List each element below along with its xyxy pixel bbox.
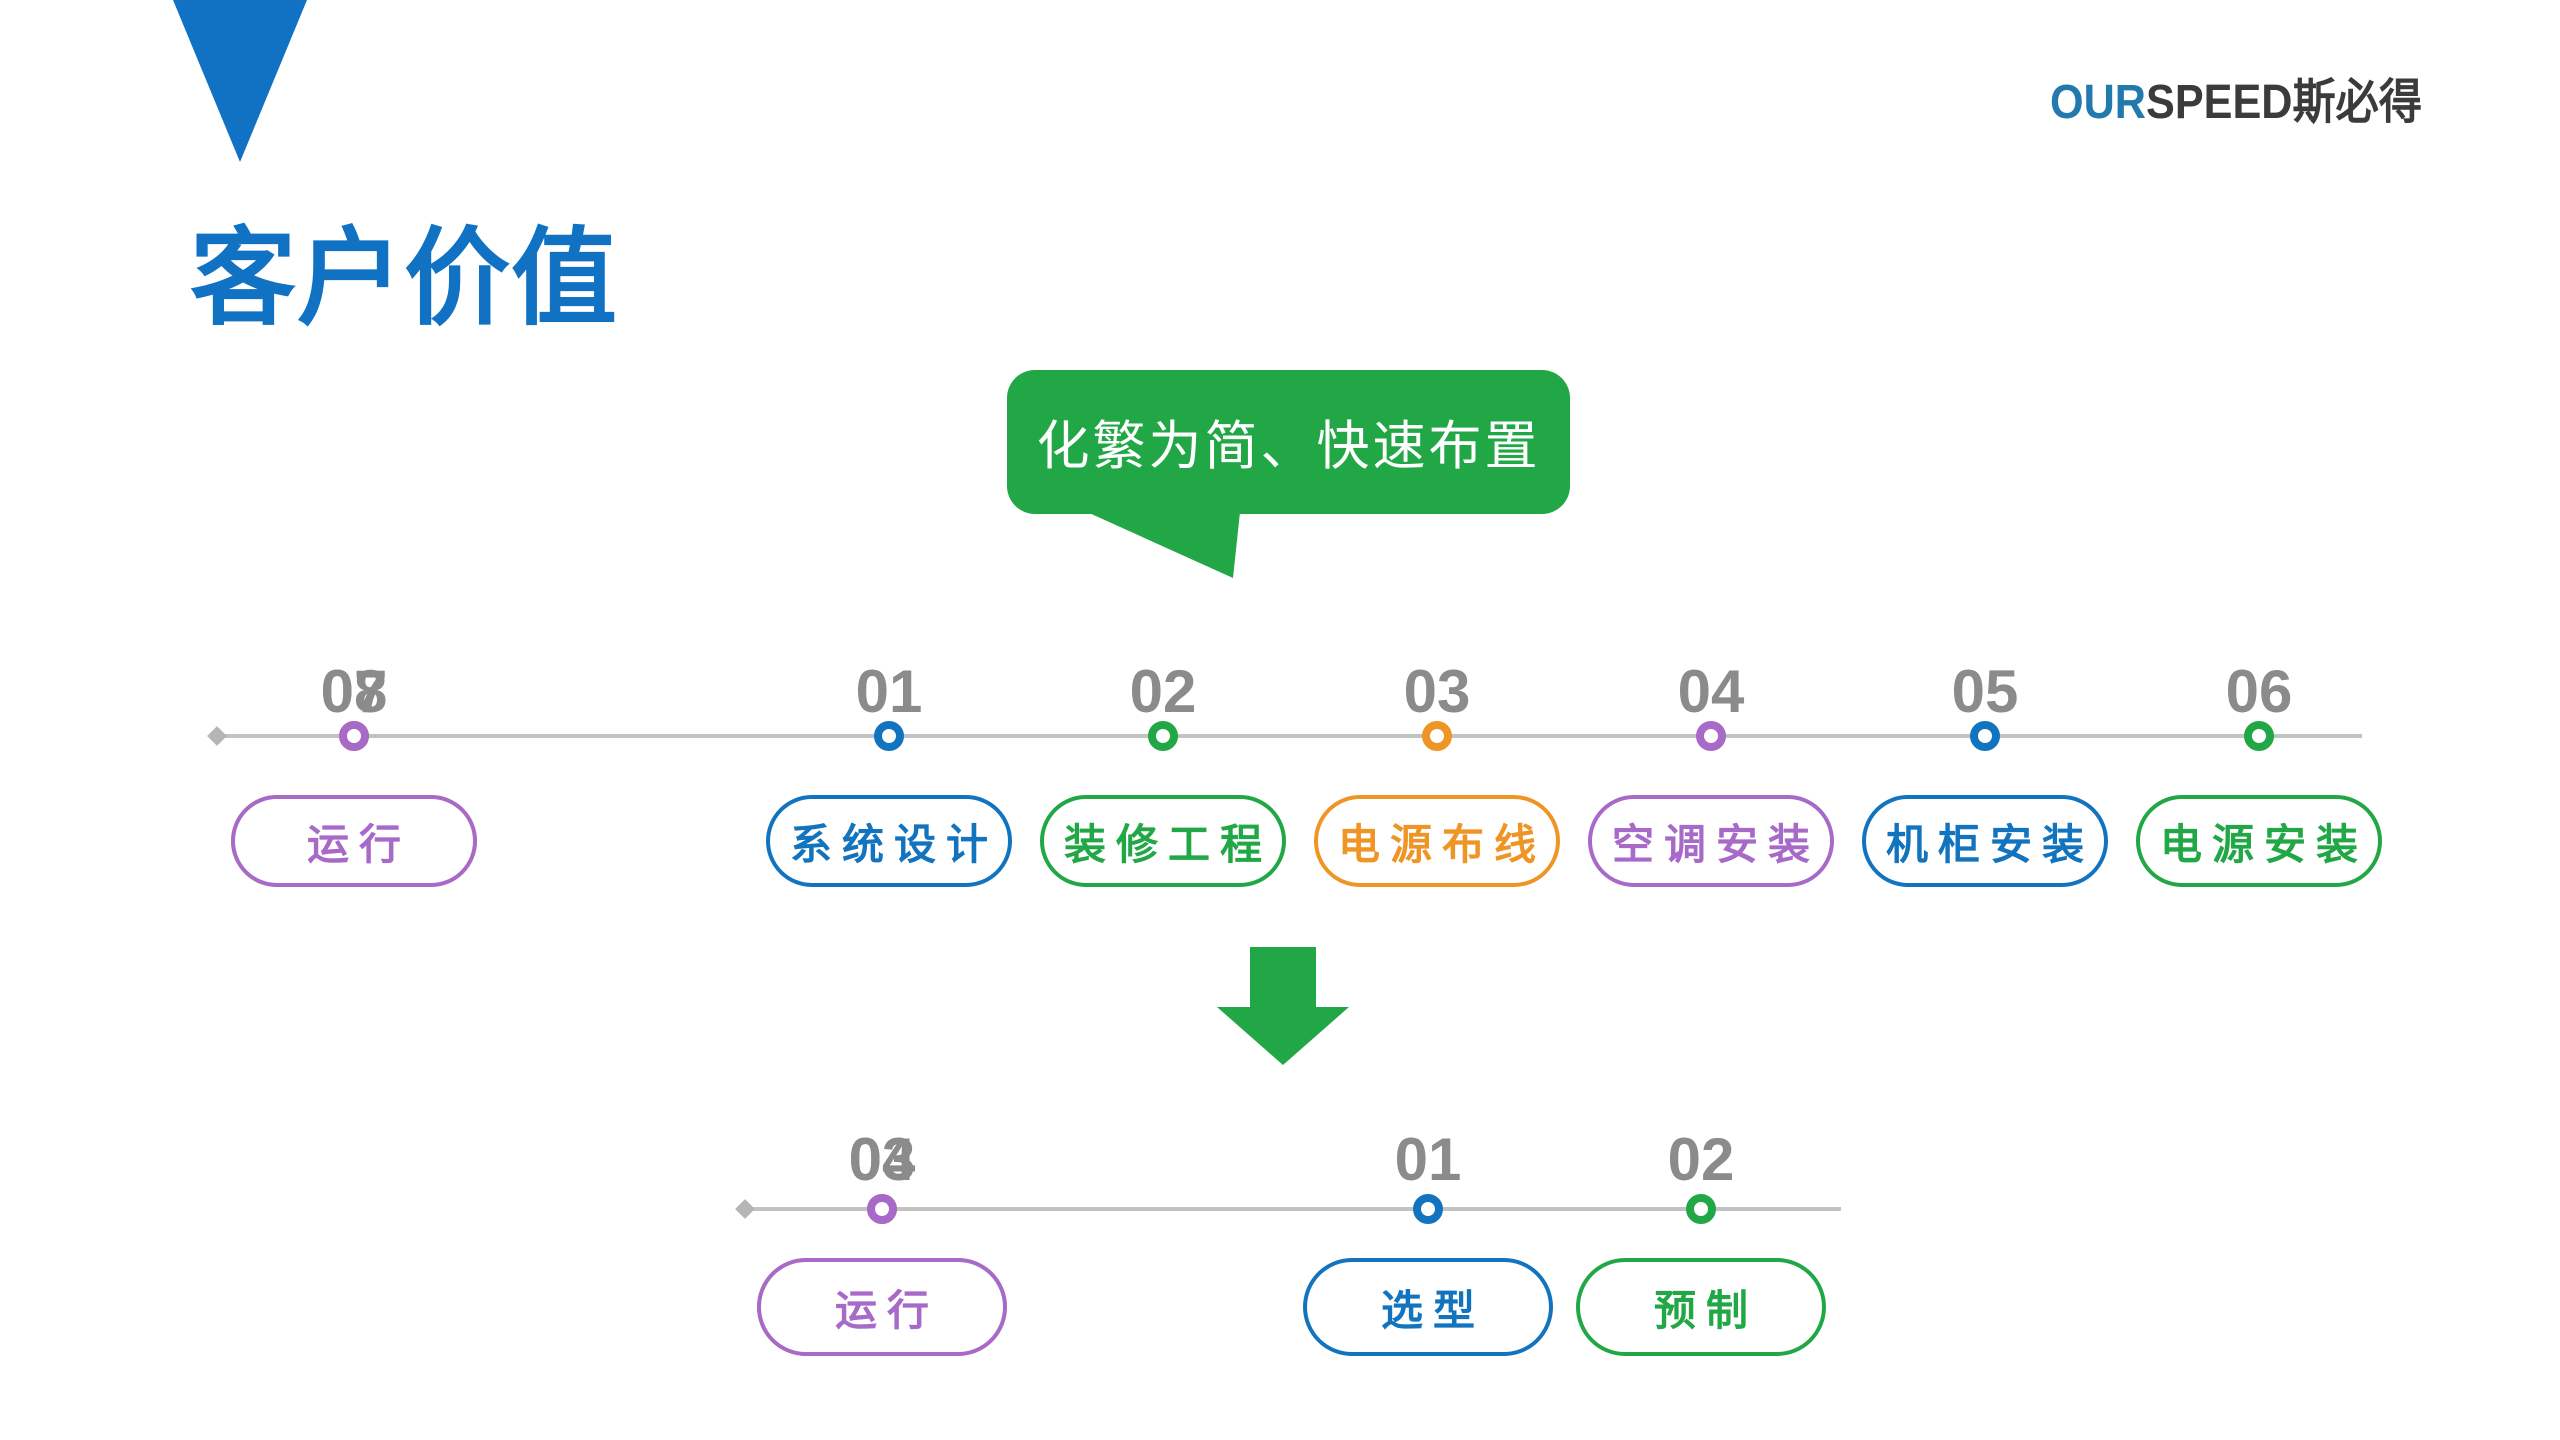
step-marker-dot bbox=[1970, 721, 2000, 751]
logo-accent-text: OUR bbox=[2050, 76, 2147, 129]
step-pill: 系统设计 bbox=[766, 795, 1012, 887]
timeline-bottom: 01 选型 02 预制 03 安装 04 运行 bbox=[735, 1126, 1841, 1378]
step-marker-dot bbox=[1686, 1194, 1716, 1224]
corner-triangle-decoration bbox=[173, 0, 307, 162]
step-pill: 运行 bbox=[757, 1258, 1007, 1356]
step-label: 运行 bbox=[834, 1286, 939, 1334]
step-pill: 装修工程 bbox=[1040, 795, 1286, 887]
step-number: 06 bbox=[2225, 658, 2293, 725]
step-marker-dot bbox=[1148, 721, 1178, 751]
step-marker-dot bbox=[1422, 721, 1452, 751]
step-number: 01 bbox=[855, 658, 923, 725]
step-label: 预制 bbox=[1653, 1286, 1758, 1334]
step-number: 03 bbox=[1403, 658, 1471, 725]
callout-tail bbox=[1087, 512, 1240, 578]
step-label: 选型 bbox=[1380, 1286, 1485, 1334]
step-label: 空调安装 bbox=[1611, 820, 1820, 868]
step-pill: 电源安装 bbox=[2136, 795, 2382, 887]
timeline-top: 01 系统设计 02 装修工程 03 电源布线 04 空调安装 05 机柜安装 … bbox=[207, 658, 2382, 910]
step-pill: 机柜安装 bbox=[1862, 795, 2108, 887]
callout-text: 化繁为简、快速布置 bbox=[1036, 417, 1541, 476]
step-marker-dot bbox=[2244, 721, 2274, 751]
down-arrow-icon bbox=[1217, 947, 1349, 1065]
step-number: 04 bbox=[848, 1126, 916, 1193]
logo: OURSPEED斯必得 bbox=[2050, 62, 2422, 132]
step-label: 机柜安装 bbox=[1885, 820, 2094, 868]
page-title: 客户价值 bbox=[190, 220, 618, 338]
step-label: 装修工程 bbox=[1063, 820, 1272, 868]
callout-bubble: 化繁为简、快速布置 bbox=[1007, 370, 1570, 578]
timeline-line bbox=[745, 1207, 1841, 1211]
step-pill: 选型 bbox=[1303, 1258, 1553, 1356]
step-number: 03 bbox=[848, 1126, 916, 1193]
step-marker-dot bbox=[1413, 1194, 1443, 1224]
step-label: 系统设计 bbox=[789, 820, 998, 868]
step-number: 02 bbox=[1129, 658, 1197, 725]
step-pill: 运行 bbox=[231, 795, 477, 887]
timeline-start-diamond bbox=[735, 1199, 755, 1219]
step-marker-dot bbox=[867, 1194, 897, 1224]
step-number: 05 bbox=[1951, 658, 2019, 725]
step-number: 04 bbox=[1677, 658, 1745, 725]
step-label: 电源布线 bbox=[1337, 820, 1546, 868]
logo-main-text: SPEED斯必得 bbox=[2146, 76, 2423, 129]
step-pill: 电源布线 bbox=[1314, 795, 1560, 887]
step-pill: 预制 bbox=[1576, 1258, 1826, 1356]
step-marker-dot bbox=[1696, 721, 1726, 751]
timeline-start-diamond bbox=[207, 726, 227, 746]
step-number: 01 bbox=[1394, 1126, 1462, 1193]
step-number: 08 bbox=[320, 658, 388, 725]
step-marker-dot bbox=[874, 721, 904, 751]
timeline-line bbox=[217, 734, 2362, 738]
step-label: 运行 bbox=[306, 820, 411, 868]
step-number: 02 bbox=[1667, 1126, 1735, 1193]
step-number: 07 bbox=[320, 658, 388, 725]
step-marker-dot bbox=[339, 721, 369, 751]
step-pill: 空调安装 bbox=[1588, 795, 1834, 887]
step-label: 电源安装 bbox=[2159, 820, 2368, 868]
